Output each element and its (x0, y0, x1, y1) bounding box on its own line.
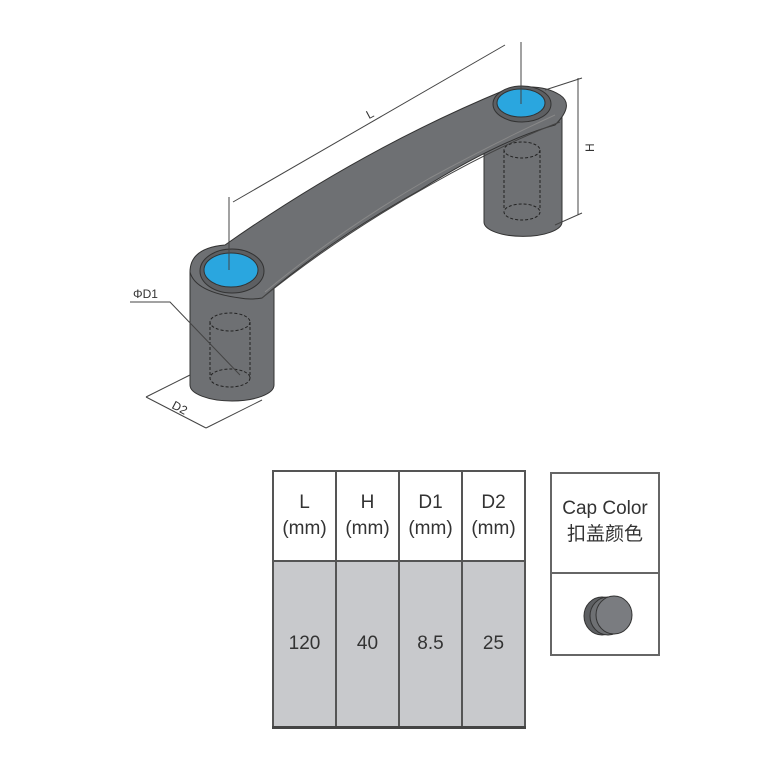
value-d1: 8.5 (398, 560, 463, 729)
cap-swatch-icon (583, 595, 633, 636)
value-d2: 25 (461, 560, 526, 729)
dim-label-d1: ΦD1 (133, 287, 158, 301)
dim-label-h: H (583, 143, 597, 152)
header-h: H(mm) (335, 470, 400, 562)
left-post (189, 271, 275, 402)
handle-bar (189, 86, 567, 300)
handle-drawing: L H ΦD1 D2 (130, 42, 597, 429)
dim-label-d2: D2 (170, 398, 190, 418)
dim-label-l: L (364, 106, 377, 122)
header-l: L(mm) (272, 470, 337, 562)
left-cap (203, 252, 259, 288)
dimension-lines (130, 42, 583, 429)
value-l: 120 (272, 560, 337, 729)
header-d1: D1(mm) (398, 470, 463, 562)
header-d2: D2(mm) (461, 470, 526, 562)
value-h: 40 (335, 560, 400, 729)
spec-table: L(mm) H(mm) D1(mm) D2(mm) 120 40 8.5 25 (272, 470, 526, 729)
